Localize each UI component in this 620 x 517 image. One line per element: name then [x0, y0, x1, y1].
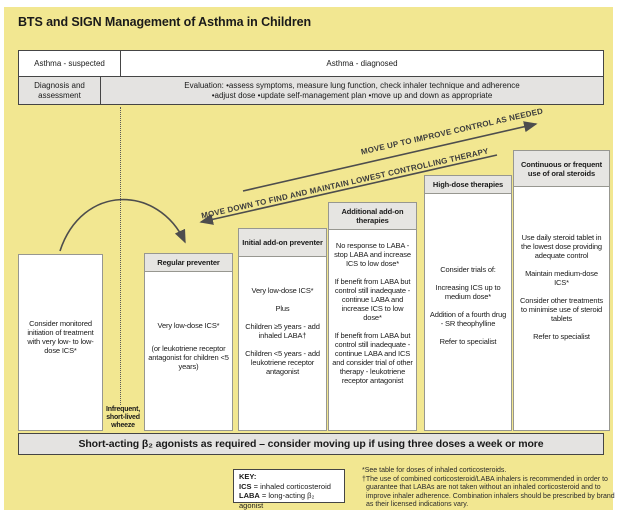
footnote-ics-doses: *See table for doses of inhaled corticos… [362, 467, 507, 474]
diagnosis-table: Asthma - suspected Asthma - diagnosed Di… [18, 50, 604, 105]
evaluation-cell: Evaluation: •assess symptoms, measure lu… [101, 77, 603, 104]
step-text: Refer to specialist [439, 337, 497, 346]
short-acting-agonist-bar: Short-acting β₂ agonists as required – c… [18, 433, 604, 455]
step-header: Initial add-on preventer [239, 229, 326, 257]
step-text: No response to LABA - stop LABA and incr… [334, 241, 411, 268]
key-laba-line: LABA = long-acting β₂ agonist [239, 491, 339, 510]
step-box-regular-preventer: Regular preventer Very low-dose ICS* (or… [144, 253, 233, 431]
step-header: Additional add-on therapies [329, 203, 416, 230]
step-box-high-dose-therapies: High-dose therapies Consider trials of: … [424, 175, 512, 431]
key-laba-term: LABA [239, 491, 260, 500]
step-text: Addition of a fourth drug - SR theophyll… [429, 310, 507, 328]
evaluation-line-1: Evaluation: •assess symptoms, measure lu… [184, 81, 520, 90]
step-text: Plus [275, 304, 290, 313]
key-title: KEY: [239, 472, 257, 481]
page-title: BTS and SIGN Management of Asthma in Chi… [18, 15, 311, 29]
step-header: Regular preventer [145, 254, 232, 272]
step-text: Refer to specialist [533, 332, 590, 341]
step-text: If benefit from LABA but control still i… [332, 331, 413, 385]
step-header: Continuous or frequent use of oral stero… [514, 151, 609, 187]
asthma-suspected-cell: Asthma - suspected [19, 51, 121, 76]
key-ics-term: ICS [239, 481, 252, 491]
step-text: Consider trials of: [440, 265, 496, 274]
step-text: Very low-dose ICS* [251, 286, 314, 295]
infrequent-wheeze-note: Infrequent, short-lived wheeze [106, 406, 140, 429]
step-box-additional-add-on-therapies: Additional add-on therapies No response … [328, 202, 417, 431]
step-text: If benefit from LABA but control still i… [334, 277, 411, 322]
key-box: KEY: ICS = inhaled corticosteroid LABA =… [233, 469, 345, 510]
asthma-diagnosed-cell: Asthma - diagnosed [326, 58, 398, 68]
step-text: Increasing ICS up to medium dose* [435, 283, 501, 301]
step-header: High-dose therapies [425, 176, 511, 194]
diagnosis-table-row-evaluation: Diagnosis and assessment Evaluation: •as… [19, 76, 603, 104]
dotted-connector-line [120, 107, 121, 405]
step-box-oral-steroids: Continuous or frequent use of oral stero… [513, 150, 610, 431]
step-text: Consider other treatments to minimise us… [520, 296, 603, 323]
step-text: Very low-dose ICS* [157, 321, 220, 330]
diagnosis-assessment-label: Diagnosis and assessment [19, 77, 101, 104]
step-text: Consider monitored initiation of treatme… [27, 319, 94, 355]
step-text: Children <5 years - add leukotriene rece… [245, 349, 320, 376]
step-text: Use daily steroid tablet in the lowest d… [521, 233, 602, 260]
step-text: (or leukotriene receptor antagonist for … [148, 344, 229, 371]
step-text: Children ≥5 years - add inhaled LABA† [245, 322, 320, 340]
key-laba-def: = long-acting β₂ agonist [239, 491, 315, 510]
step-box-monitored-initiation: Consider monitored initiation of treatme… [18, 254, 103, 431]
footnote-combined-inhalers: †The use of combined corticosteroid/LABA… [362, 475, 615, 509]
key-ics-def: = inhaled corticosteroid [251, 481, 331, 491]
footnotes: *See table for doses of inhaled corticos… [362, 467, 616, 510]
key-ics-line: ICS = inhaled corticosteroid [239, 482, 339, 492]
step-box-initial-add-on-preventer: Initial add-on preventer Very low-dose I… [238, 228, 327, 431]
evaluation-line-2: •adjust dose •update self-management pla… [211, 90, 493, 100]
diagnosis-table-row-status: Asthma - suspected Asthma - diagnosed [19, 51, 603, 76]
step-text: Maintain medium-dose ICS* [525, 269, 598, 287]
